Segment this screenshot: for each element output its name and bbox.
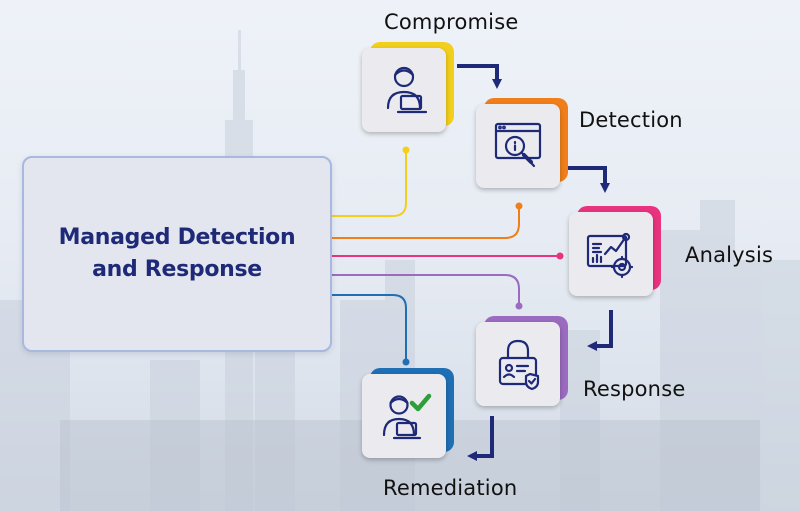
step-analysis-card xyxy=(569,212,653,296)
flow-arrow-1 xyxy=(457,64,502,89)
padlock-id-shield-icon xyxy=(498,339,540,391)
step-remediation-card xyxy=(362,374,446,458)
step-compromise xyxy=(362,42,454,134)
user-laptop-check-icon xyxy=(382,393,432,440)
flow-arrow-3 xyxy=(587,310,613,351)
analytics-dashboard-icon xyxy=(586,232,634,279)
step-detection xyxy=(476,98,568,190)
step-response-card xyxy=(476,322,560,406)
mdr-main-box: Managed Detection and Response xyxy=(22,156,332,352)
user-laptop-icon xyxy=(386,66,428,114)
flow-arrow-4 xyxy=(467,416,494,461)
flow-arrow-2 xyxy=(567,166,610,193)
browser-magnifier-icon xyxy=(494,122,542,168)
label-compromise: Compromise xyxy=(384,10,519,34)
step-detection-card xyxy=(476,104,560,188)
mdr-title: Managed Detection and Response xyxy=(58,225,296,282)
label-remediation: Remediation xyxy=(383,476,518,500)
label-analysis: Analysis xyxy=(685,243,774,267)
step-analysis xyxy=(569,206,661,298)
step-response xyxy=(476,316,568,408)
wire-compromise xyxy=(332,150,407,217)
wire-response xyxy=(332,274,520,306)
step-compromise-card xyxy=(362,48,446,132)
wire-remediation xyxy=(332,294,407,362)
label-response: Response xyxy=(583,377,686,401)
label-detection: Detection xyxy=(579,108,683,132)
wire-detection xyxy=(332,206,520,239)
step-remediation xyxy=(362,368,454,460)
